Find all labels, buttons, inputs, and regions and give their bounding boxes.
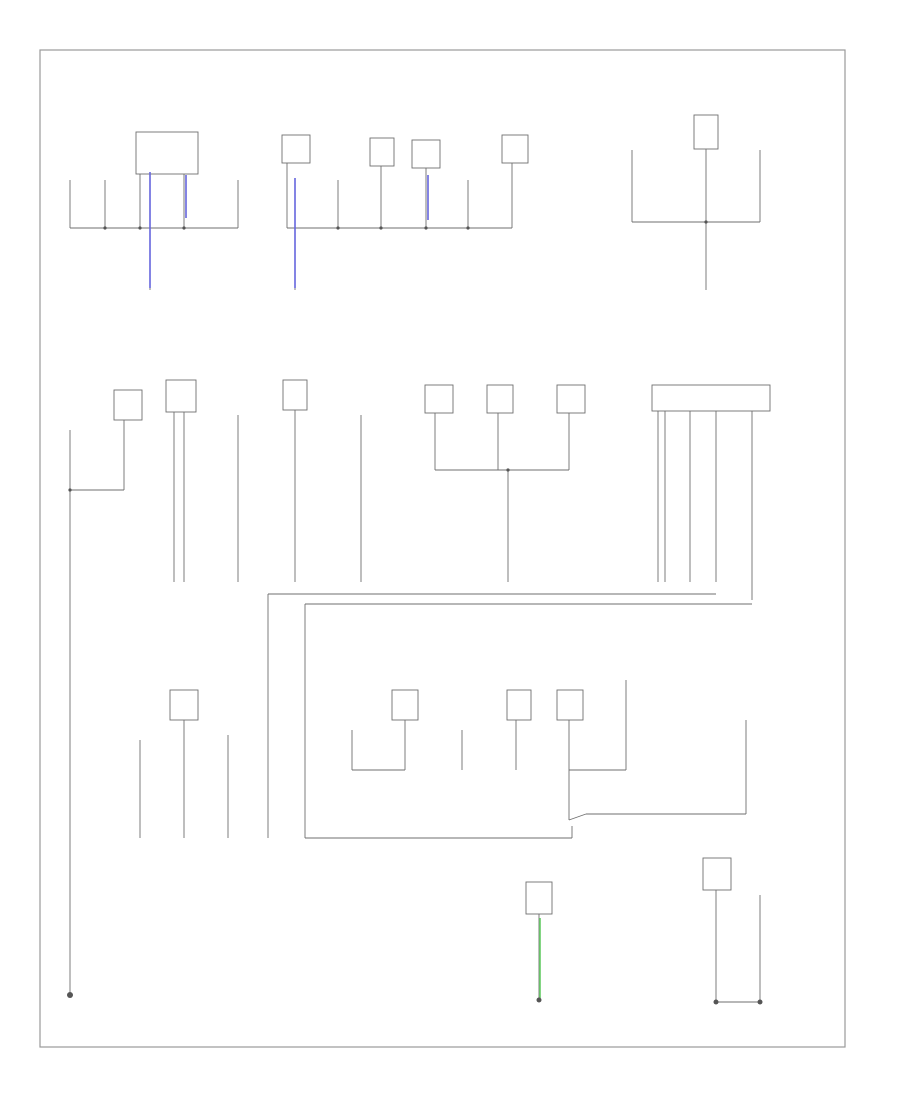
splice-point <box>466 226 470 230</box>
connector-box-7 <box>113 389 143 421</box>
wire <box>568 813 587 821</box>
splice-point <box>182 226 186 230</box>
connector-box-11 <box>486 384 514 414</box>
connector-box-19 <box>702 857 732 891</box>
connector-box-17 <box>556 689 584 721</box>
ground-point <box>713 999 719 1005</box>
connector-box-13 <box>651 384 771 412</box>
splice-point <box>379 226 383 230</box>
connector-box-1 <box>135 131 199 175</box>
top-right-ground-group <box>631 114 761 290</box>
lower-ground-group <box>139 680 747 839</box>
connector-box-15 <box>391 689 419 721</box>
connector-box-16 <box>506 689 532 721</box>
top-left-ground-group <box>69 131 529 290</box>
splice-point <box>506 468 510 472</box>
splice-point <box>68 488 72 492</box>
connector-box-4 <box>411 139 441 169</box>
diagram-frame <box>39 49 846 1048</box>
ground-points <box>67 220 763 1005</box>
connector-box-8 <box>165 379 197 413</box>
ground-point <box>536 997 542 1003</box>
connector-box-9 <box>282 379 308 411</box>
ground-point <box>67 992 73 998</box>
splice-point <box>424 226 428 230</box>
connector-box-12 <box>556 384 586 414</box>
splice-point <box>138 226 142 230</box>
splice-point <box>103 226 107 230</box>
connector-box-2 <box>281 134 311 164</box>
middle-ground-group <box>69 379 771 838</box>
connector-box-10 <box>424 384 454 414</box>
splice-point <box>704 220 708 224</box>
connector-box-3 <box>369 137 395 167</box>
connector-box-18 <box>525 881 553 915</box>
ground-point <box>757 999 763 1005</box>
splice-point <box>336 226 340 230</box>
bottom-ground-group <box>69 830 761 1003</box>
blue-wire-segments <box>149 172 429 288</box>
connector-box-14 <box>169 689 199 721</box>
connector-box-5 <box>501 134 529 164</box>
connector-box-6 <box>693 114 719 150</box>
